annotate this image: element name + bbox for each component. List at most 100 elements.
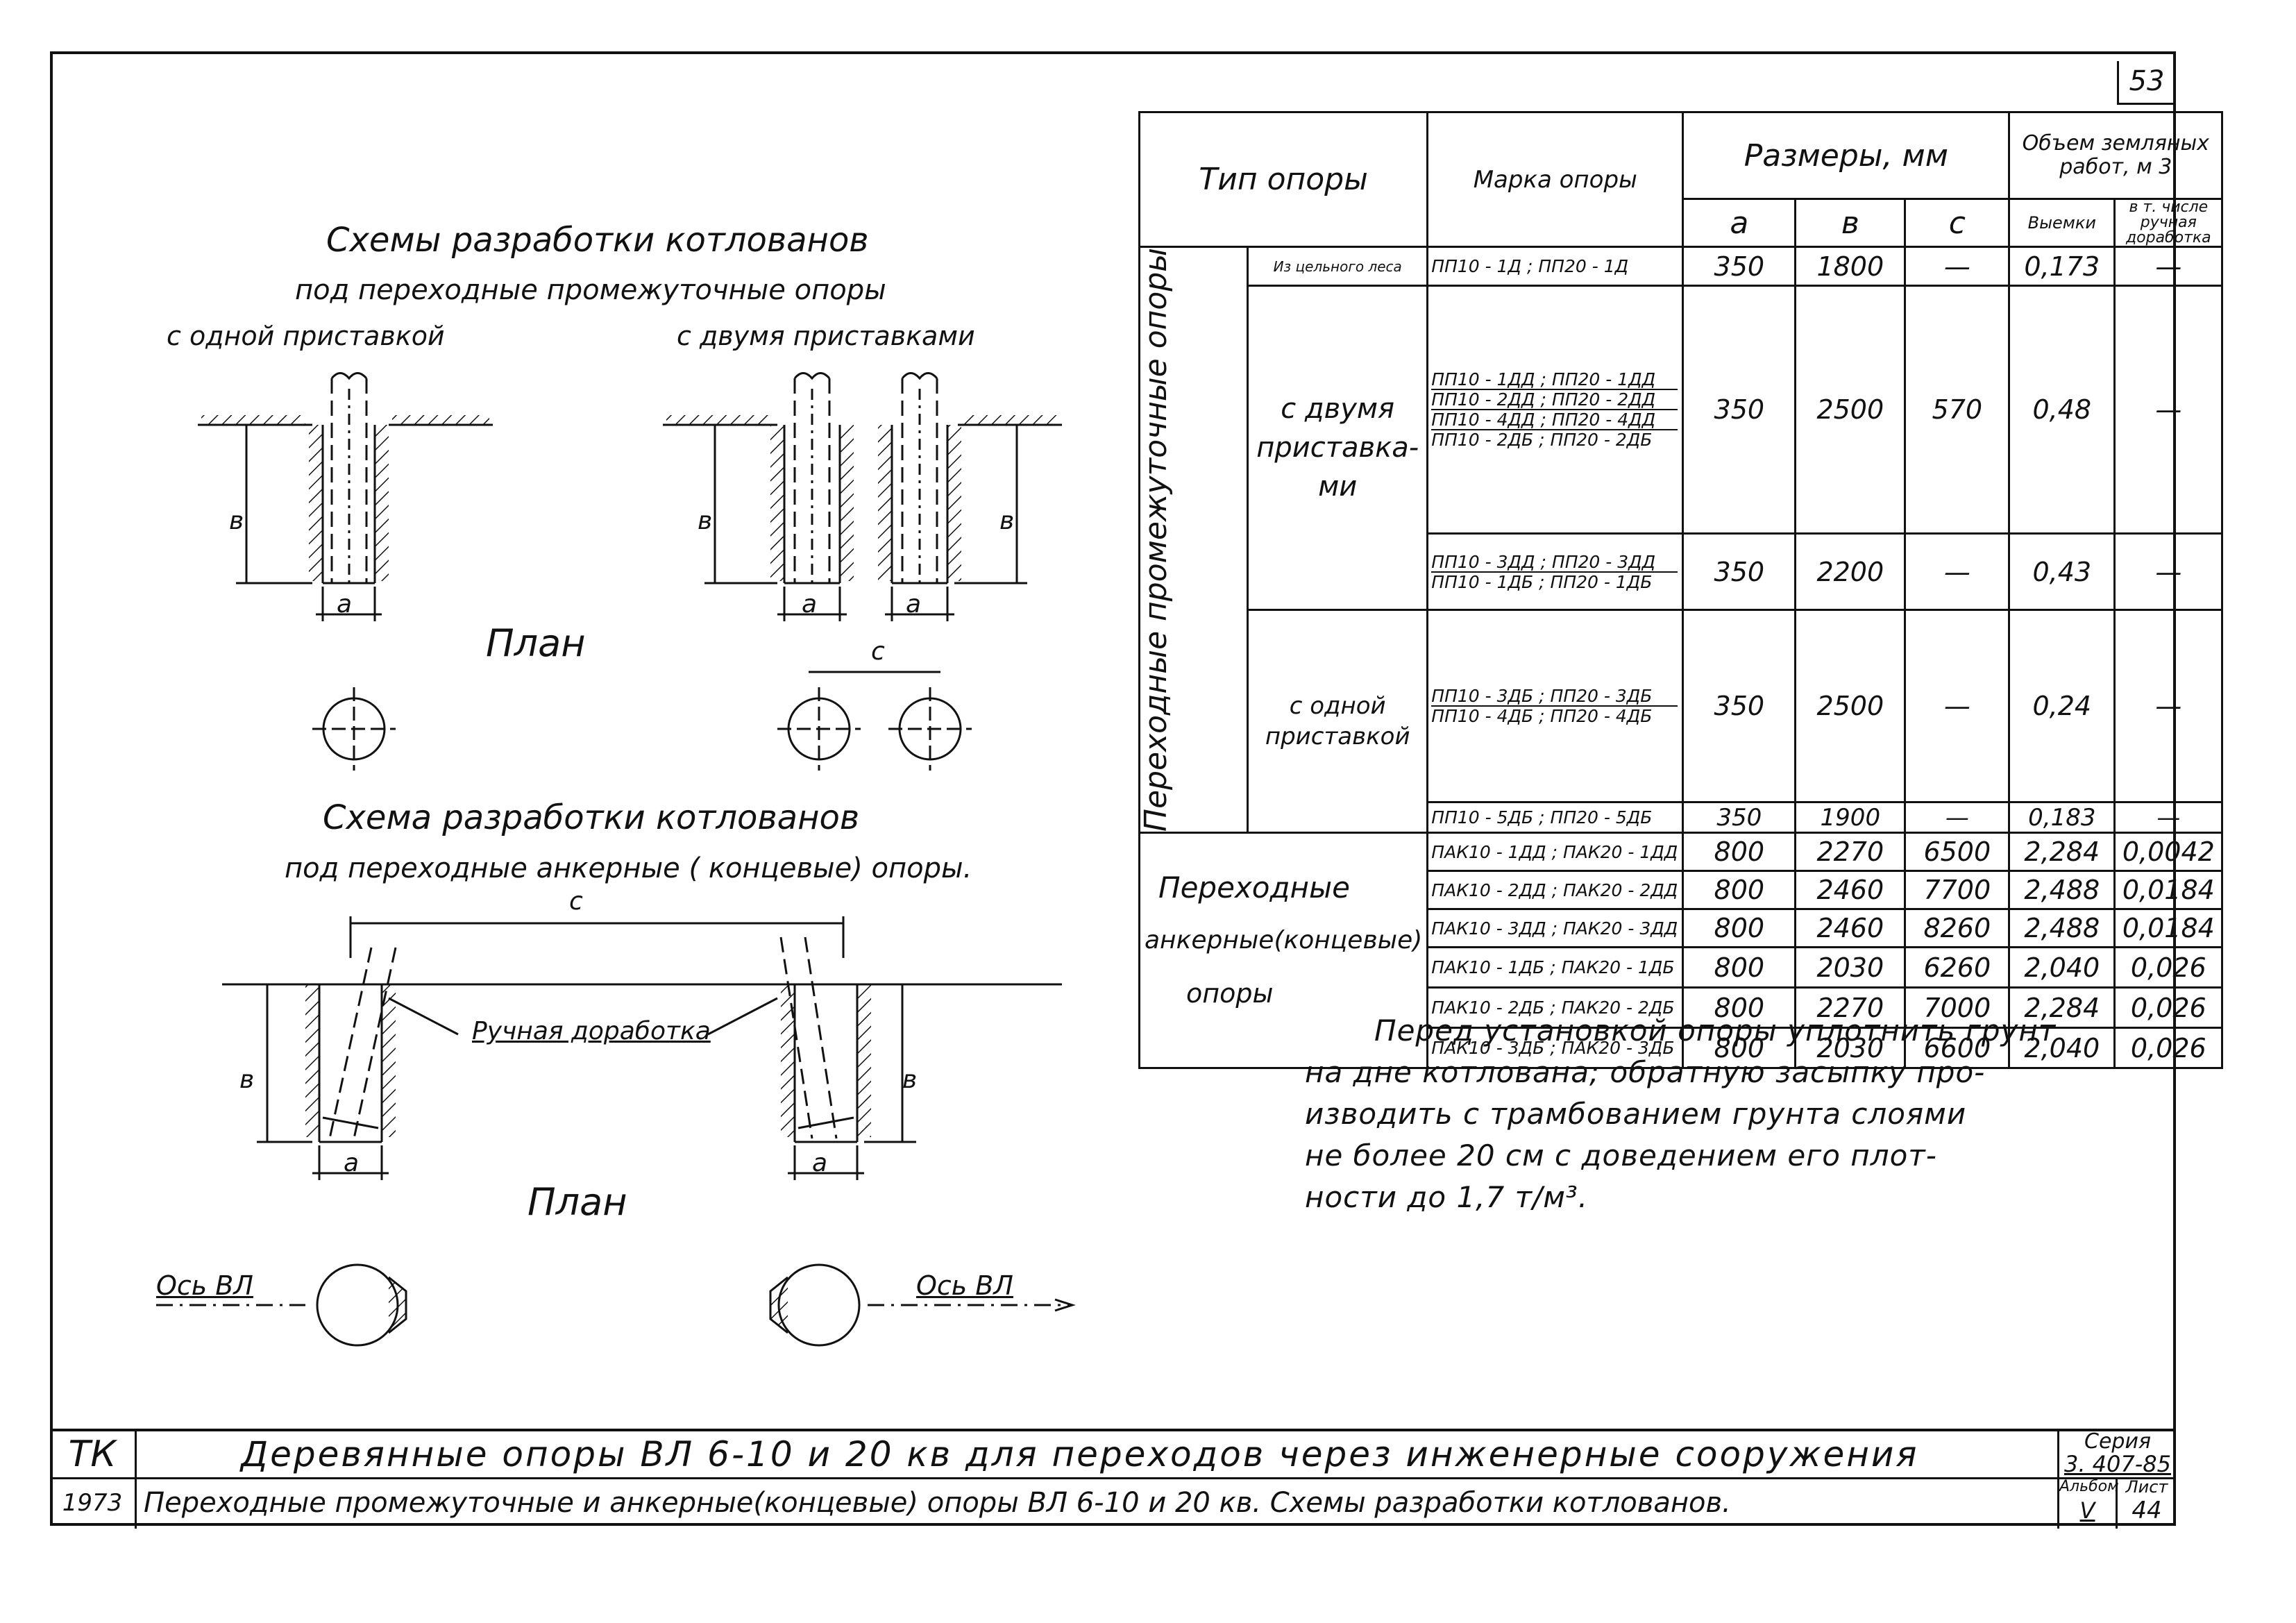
mark-line: ПП10 - 1ДД ; ПП20 - 1ДД (1431, 370, 1678, 391)
scheme1-title-line1: Схемы разработки котлованов (326, 221, 869, 260)
header-excavation: Выемки (2008, 198, 2116, 248)
mark-line: ПАК10 - 1ДБ ; ПАК20 - 1ДБ (1431, 957, 1675, 978)
sheet-cell: Лист 44 (2118, 1477, 2176, 1529)
cell-volume: 2,284 (2008, 832, 2116, 873)
cell-a: 350 (1682, 532, 1797, 612)
cell-b: 2460 (1794, 870, 1907, 911)
cell-a: 350 (1682, 284, 1797, 535)
mark-line: ПП10 - 2ДБ ; ПП20 - 2ДБ (1431, 430, 1653, 451)
dim-c-label: с (871, 637, 885, 666)
row-marks: ПП10 - 1ДД ; ПП20 - 1ДД ПП10 - 2ДД ; ПП2… (1426, 284, 1685, 535)
cell-manual: — (2113, 246, 2224, 287)
cell-c: — (1904, 532, 2011, 612)
dim-b-label: в (229, 507, 244, 535)
album-value: V (2079, 1497, 2095, 1524)
mark-line: ПП10 - 3ДД ; ПП20 - 3ДД (1431, 553, 1678, 573)
axis-label-right: Ось ВЛ (916, 1270, 1013, 1301)
hand-finishing-label: Ручная доработка (472, 1017, 711, 1045)
mark-line: ПП10 - 5ДБ ; ПП20 - 5ДБ (1431, 807, 1653, 828)
cell-c: 6500 (1904, 832, 2011, 873)
header-a: а (1682, 198, 1797, 248)
sub-title: Переходные промежуточные и анкерные(конц… (137, 1477, 2059, 1529)
header-volume: Объем земляных работ, м 3 (2008, 111, 2224, 200)
cell-volume: 2,284 (2008, 986, 2116, 1029)
cell-a: 800 (1682, 870, 1797, 911)
note-line: не более 20 см с доведением его плот- (1305, 1138, 1937, 1172)
cell-c: 7000 (1904, 986, 2011, 1029)
cell-c: — (1904, 801, 2011, 834)
scheme1-title-line2: под переходные промежуточные опоры (295, 274, 886, 306)
group1-sub-two: с двумя приставка-ми (1247, 284, 1429, 612)
cell-a: 800 (1682, 946, 1797, 989)
cell-volume: 0,24 (2008, 609, 2116, 804)
cell-volume: 2,040 (2008, 1027, 2116, 1070)
plan-label-1: План (486, 621, 586, 665)
cell-volume: 2,040 (2008, 946, 2116, 989)
mark-line: ПАК10 - 3ДД ; ПАК20 - 3ДД (1431, 918, 1678, 939)
dim-b-label: в (902, 1066, 918, 1094)
header-manual: в т. числе ручная доработка (2113, 198, 2224, 248)
dim-a-label: а (812, 1149, 828, 1177)
header-sizes: Размеры, мм (1682, 111, 2011, 200)
row-marks: ПП10 - 5ДБ ; ПП20 - 5ДБ (1426, 801, 1685, 834)
mark-line: ПП10 - 4ДД ; ПП20 - 4ДД (1431, 410, 1678, 431)
row-marks: ПП10 - 3ДД ; ПП20 - 3ДД ПП10 - 1ДБ ; ПП2… (1426, 532, 1685, 612)
row-marks: ПАК10 - 3ДБ ; ПАК20 - 3ДБ (1426, 1027, 1685, 1070)
cell-c: — (1904, 609, 2011, 804)
mark-line: ПАК10 - 1ДД ; ПАК20 - 1ДД (1431, 841, 1678, 862)
dim-a-label: а (344, 1149, 360, 1177)
header-mark: Марка опоры (1426, 111, 1685, 248)
row-marks: ПАК10 - 1ДБ ; ПАК20 - 1ДБ (1426, 946, 1685, 989)
cell-b: 2270 (1794, 986, 1907, 1029)
cell-b: 1800 (1794, 246, 1907, 287)
group2-type-line2: анкерные(концевые) (1145, 926, 1423, 955)
cell-b: 2500 (1794, 284, 1907, 535)
cell-volume: 0,173 (2008, 246, 2116, 287)
dim-b-label: в (239, 1066, 255, 1094)
dim-a-label: а (337, 590, 353, 619)
cell-volume: 0,48 (2008, 284, 2116, 535)
header-c: с (1904, 198, 2011, 248)
row-marks: ПАК10 - 1ДД ; ПАК20 - 1ДД (1426, 832, 1685, 873)
cell-a: 350 (1682, 246, 1797, 287)
mark-line: ПП10 - 3ДБ ; ПП20 - 3ДБ (1431, 687, 1678, 707)
installation-note: Перед установкой опоры уплотнить грунт н… (1305, 1010, 2131, 1218)
page-number: 53 (2117, 61, 2175, 105)
anchor-pits-section (222, 916, 1062, 1180)
cell-b: 2200 (1794, 532, 1907, 612)
mark-line: ПП10 - 1ДБ ; ПП20 - 1ДБ (1431, 571, 1653, 592)
excavation-spec-table: Тип опоры Марка опоры Размеры, мм Объем … (1138, 111, 2224, 1070)
header-b: в (1794, 198, 1907, 248)
cell-manual: 0,0184 (2113, 870, 2224, 911)
cell-volume: 0,183 (2008, 801, 2116, 834)
cell-a: 800 (1682, 1027, 1797, 1070)
mark-line: ПП10 - 1Д ; ПП20 - 1Д (1431, 256, 1629, 276)
cell-a: 800 (1682, 832, 1797, 873)
group1-type-label: Переходные промежуточные опоры (1139, 248, 1174, 832)
group2-type-line3: опоры (1186, 978, 1274, 1009)
album-cell: Альбом V (2059, 1477, 2119, 1529)
cell-volume: 2,488 (2008, 870, 2116, 911)
group1-sub-whole: Из цельного леса (1247, 246, 1429, 287)
cell-b: 2030 (1794, 946, 1907, 989)
note-line: ности до 1,7 т/м³. (1305, 1180, 1589, 1214)
cell-a: 350 (1682, 609, 1797, 804)
series-cell: Серия 3. 407-85 (2059, 1431, 2176, 1477)
group2-type-cell: Переходные анкерные(концевые) опоры (1138, 832, 1429, 1070)
group1-type-cell: Переходные промежуточные опоры (1138, 245, 1249, 834)
note-line: изводить с трамбованием грунта слоями (1305, 1097, 1967, 1131)
cell-c: 7700 (1904, 870, 2011, 911)
cell-volume: 0,43 (2008, 532, 2116, 612)
dim-a-label: а (802, 590, 818, 619)
row-marks: ПАК10 - 2ДБ ; ПАК20 - 2ДБ (1426, 986, 1685, 1029)
header-type: Тип опоры (1138, 111, 1429, 248)
scheme2-title-line2: под переходные анкерные ( концевые) опор… (285, 852, 972, 884)
with-one-extension-label: с одной приставкой (167, 321, 445, 351)
cell-a: 350 (1682, 801, 1797, 834)
mark-line: ПАК10 - 3ДБ ; ПАК20 - 3ДБ (1431, 1038, 1675, 1059)
cell-c: — (1904, 246, 2011, 287)
cell-c: 8260 (1904, 908, 2011, 949)
cell-manual: 0,026 (2113, 1027, 2224, 1070)
cell-c: 570 (1904, 284, 2011, 535)
cell-a: 800 (1682, 986, 1797, 1029)
